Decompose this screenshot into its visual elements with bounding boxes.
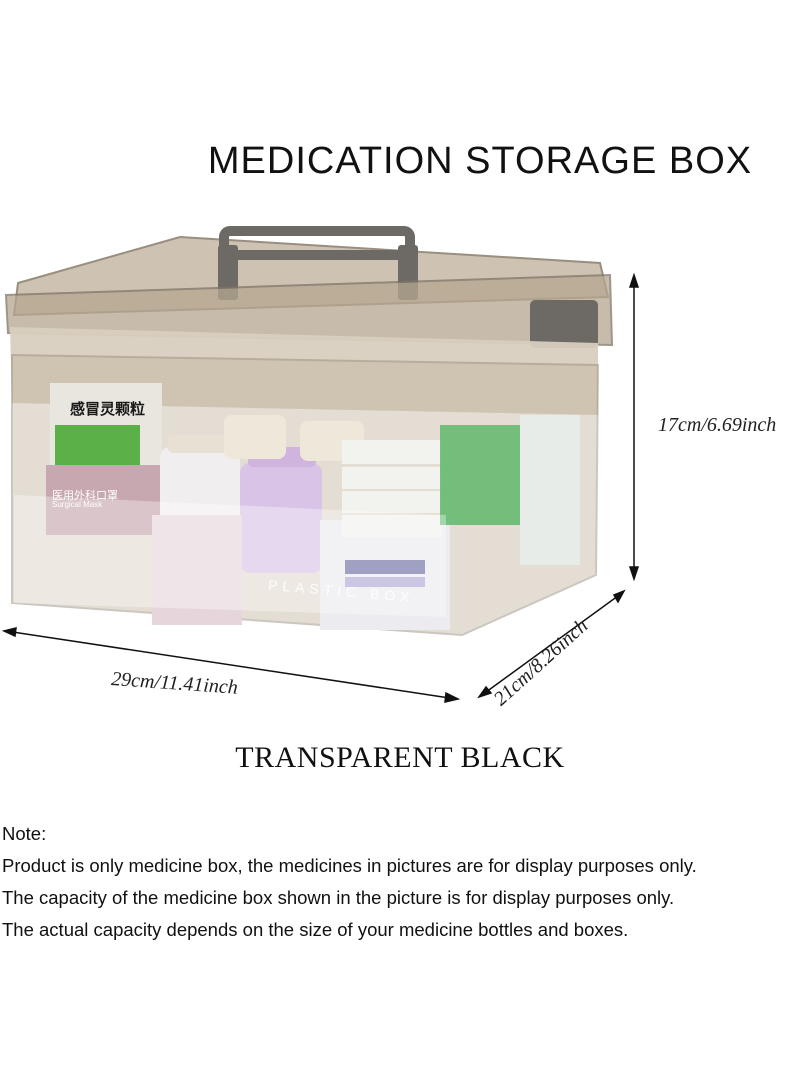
note-line: Product is only medicine box, the medici…: [2, 855, 697, 876]
color-name: TRANSPARENT BLACK: [235, 741, 565, 774]
box-handle: [219, 226, 415, 260]
notes-section: Note: Product is only medicine box, the …: [2, 818, 697, 946]
cold-medicine-label: 感冒灵颗粒: [70, 401, 146, 418]
product-image: [1, 226, 640, 703]
notes-heading: Note:: [2, 823, 47, 844]
mask-label-cn: 医用外科口罩: [52, 490, 118, 502]
height-dimension: 17cm/6.69inch: [658, 414, 777, 436]
page-title: MEDICATION STORAGE BOX: [207, 140, 753, 182]
box-latch: [530, 300, 598, 348]
note-line: The capacity of the medicine box shown i…: [2, 887, 675, 908]
mask-label-en: Surgical Mask: [52, 500, 103, 509]
dimension-lines: [1, 272, 640, 703]
note-line: The actual capacity depends on the size …: [2, 919, 629, 940]
